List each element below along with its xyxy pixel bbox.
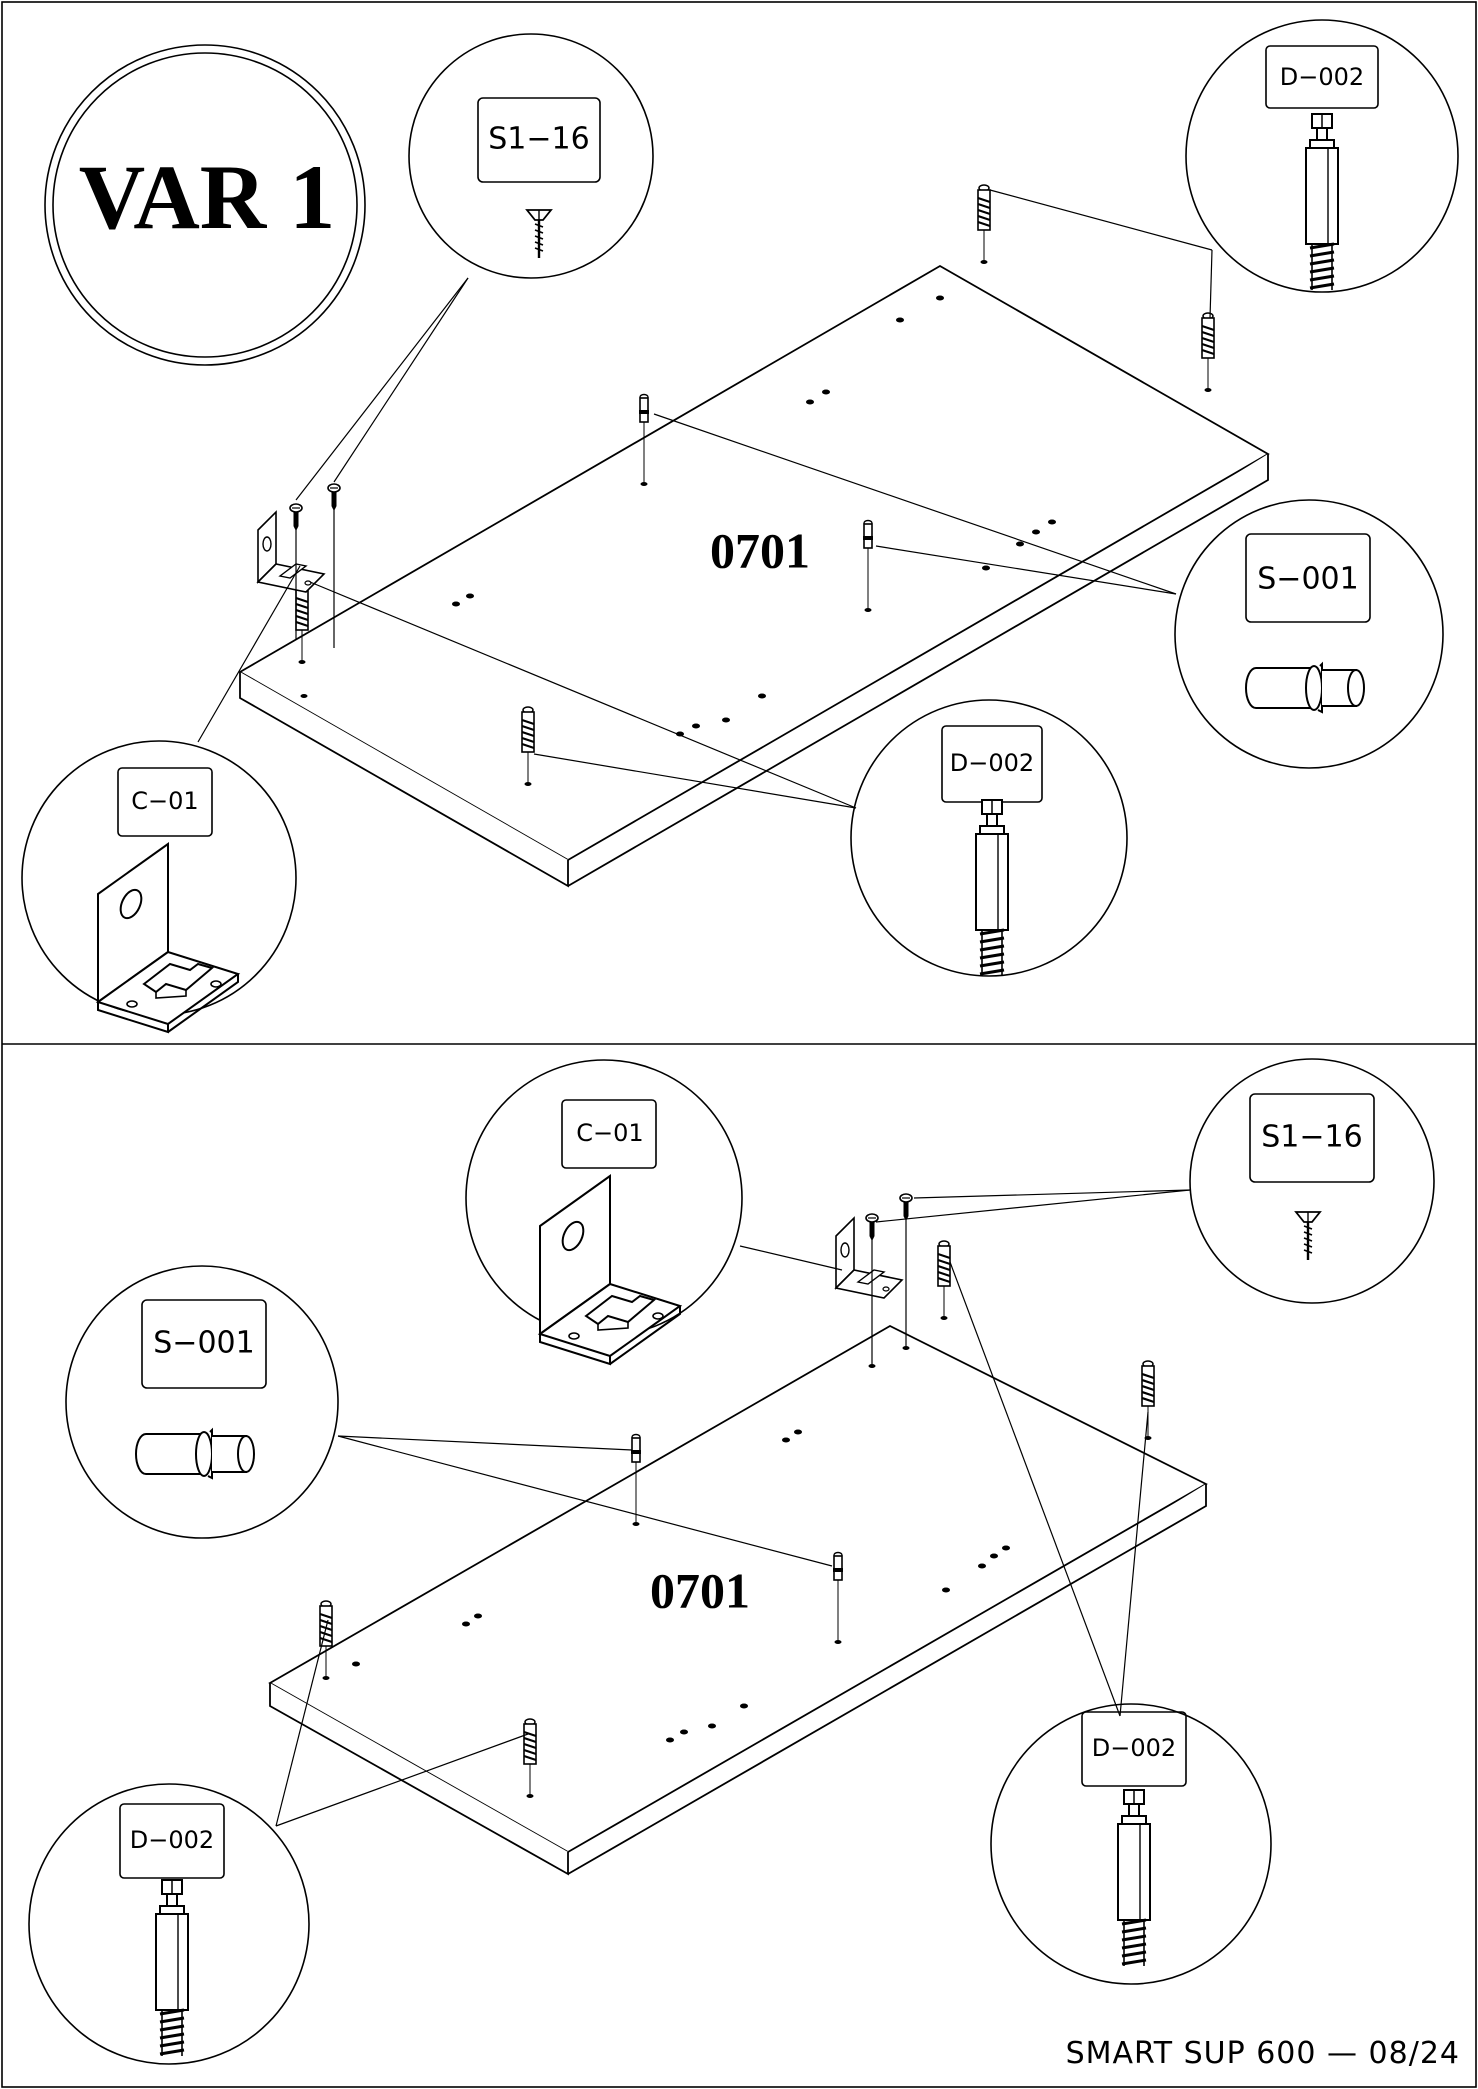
callout-label: D−002 [1280,63,1364,91]
callout-label: S1−16 [1261,1120,1362,1155]
screw [289,503,303,531]
callout-label: D−002 [1092,1734,1176,1762]
callout-bracket: C−01 [465,1059,743,1365]
screw [899,1193,913,1221]
leader-lines [197,189,1213,809]
callout-label: S−001 [153,1326,254,1361]
callout-label: S1−16 [488,122,589,157]
cam-dowel [1200,311,1216,394]
callout-cam-dowel: D−002 [990,1703,1272,1985]
callout-cam-dowel: D−002 [850,699,1128,978]
bottom-panel: 0701 C−01 [28,1058,1435,2065]
callout-screw: S1−16 [408,33,654,279]
leader-lines [275,1189,1191,1827]
variant-label: VAR 1 [79,146,335,248]
angle-bracket [835,1217,903,1299]
callout-screw: S1−16 [1189,1058,1435,1304]
callout-bracket: C−01 [21,740,297,1033]
callout-label: C−01 [576,1119,643,1147]
angle-bracket [257,511,325,593]
callout-cam-dowel: D−002 [1185,19,1459,293]
callout-label: D−002 [130,1826,214,1854]
cam-dowel [936,1239,952,1322]
screw [327,483,341,511]
footer-document-code: SMART SUP 600 — 08/24 [1066,2036,1460,2071]
board-0701-bottom: 0701 [268,1324,1208,1876]
cam-dowel [976,183,992,266]
callout-cam-dowel: D−002 [28,1783,310,2065]
screw [865,1213,879,1241]
variant-badge: VAR 1 [44,44,366,366]
callout-label: S−001 [1257,562,1358,597]
top-panel: VAR 1 0701 [21,19,1459,1033]
part-number: 0701 [710,522,810,578]
callout-label: C−01 [131,787,198,815]
cam-dowel [1140,1359,1156,1442]
callout-label: D−002 [950,749,1034,777]
callout-shelf-pin: S−001 [1174,499,1444,769]
part-number: 0701 [650,1562,750,1618]
callout-shelf-pin: S−001 [65,1265,339,1539]
board-0701-top: 0701 [238,264,1270,888]
